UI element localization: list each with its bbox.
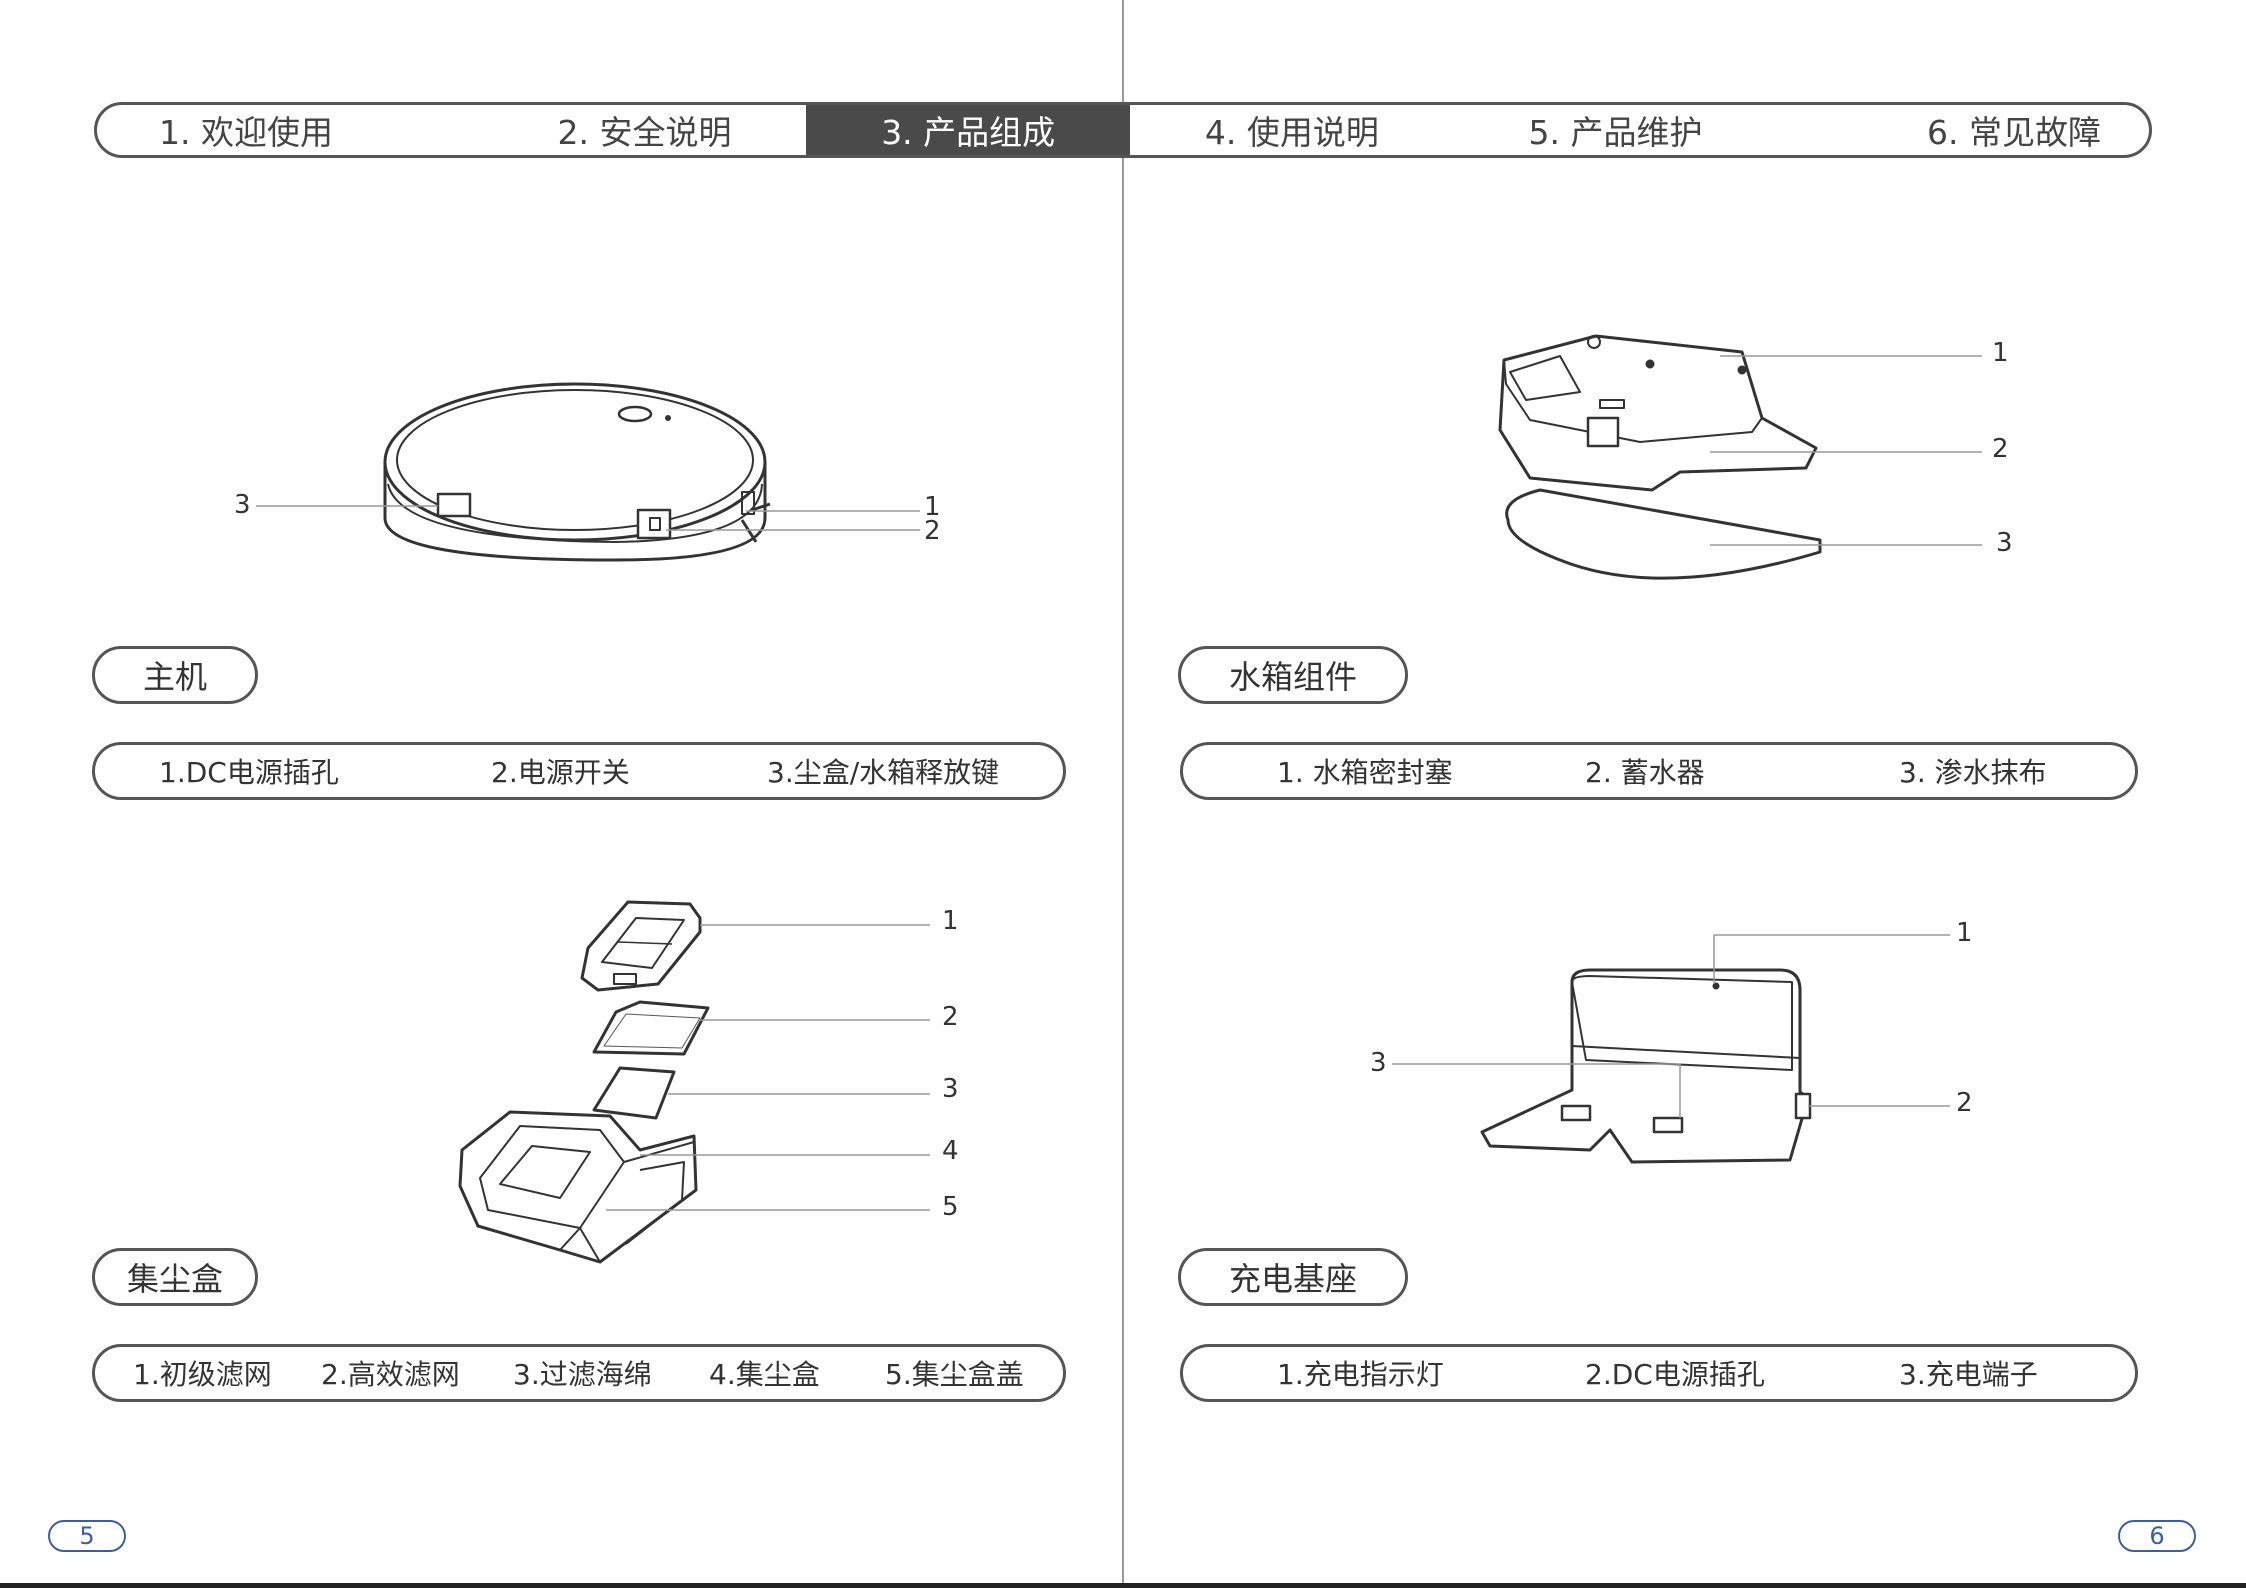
water-tank-callout-2: 2 xyxy=(1992,434,2009,464)
main-unit-callout-2: 2 xyxy=(924,516,941,546)
main-unit-callout-3: 3 xyxy=(234,490,251,520)
dust-box-part-3: 3.过滤海绵 xyxy=(513,1353,652,1393)
bottom-border xyxy=(0,1583,2246,1588)
dust-box-parts-list: 1.初级滤网 2.高效滤网 3.过滤海绵 4.集尘盒 5.集尘盒盖 xyxy=(92,1344,1066,1402)
dust-box-title: 集尘盒 xyxy=(92,1248,258,1306)
water-tank-parts-list: 1. 水箱密封塞 2. 蓄水器 3. 渗水抹布 xyxy=(1180,742,2138,800)
dock-callout-2: 2 xyxy=(1956,1088,1973,1118)
dust-box-callout-1: 1 xyxy=(942,906,959,936)
charging-dock-illustration xyxy=(1482,970,1810,1162)
water-tank-part-1: 1. 水箱密封塞 xyxy=(1277,751,1453,791)
dock-part-2: 2.DC电源插孔 xyxy=(1585,1353,1765,1393)
page-number-left: 5 xyxy=(48,1520,126,1552)
charging-dock-title: 充电基座 xyxy=(1178,1248,1408,1306)
main-unit-part-3: 3.尘盒/水箱释放键 xyxy=(767,751,999,791)
main-unit-title: 主机 xyxy=(92,646,258,704)
water-tank-title: 水箱组件 xyxy=(1178,646,1408,704)
dock-part-1: 1.充电指示灯 xyxy=(1277,1353,1444,1393)
dock-callout-1: 1 xyxy=(1956,918,1973,948)
dust-box-part-2: 2.高效滤网 xyxy=(321,1353,460,1393)
dust-box-part-4: 4.集尘盒 xyxy=(709,1353,820,1393)
page-number-right: 6 xyxy=(2118,1520,2196,1552)
dust-box-callout-5: 5 xyxy=(942,1192,959,1222)
main-unit-part-2: 2.电源开关 xyxy=(491,751,630,791)
water-tank-illustration xyxy=(1500,336,1820,578)
water-tank-callout-3: 3 xyxy=(1996,528,2013,558)
water-tank-part-3: 3. 渗水抹布 xyxy=(1899,751,2047,791)
main-unit-part-1: 1.DC电源插孔 xyxy=(159,751,339,791)
main-unit-parts-list: 1.DC电源插孔 2.电源开关 3.尘盒/水箱释放键 xyxy=(92,742,1066,800)
robot-main-unit-illustration xyxy=(385,384,770,560)
water-tank-part-2: 2. 蓄水器 xyxy=(1585,751,1705,791)
dust-box-callout-3: 3 xyxy=(942,1074,959,1104)
dock-callout-3: 3 xyxy=(1370,1048,1387,1078)
dock-part-3: 3.充电端子 xyxy=(1899,1353,2038,1393)
water-tank-callout-1: 1 xyxy=(1992,338,2009,368)
dust-box-part-1: 1.初级滤网 xyxy=(133,1353,272,1393)
charging-dock-parts-list: 1.充电指示灯 2.DC电源插孔 3.充电端子 xyxy=(1180,1344,2138,1402)
dust-box-callout-2: 2 xyxy=(942,1002,959,1032)
dust-box-callout-4: 4 xyxy=(942,1136,959,1166)
dust-box-part-5: 5.集尘盒盖 xyxy=(885,1353,1024,1393)
dust-box-illustration xyxy=(460,902,708,1262)
